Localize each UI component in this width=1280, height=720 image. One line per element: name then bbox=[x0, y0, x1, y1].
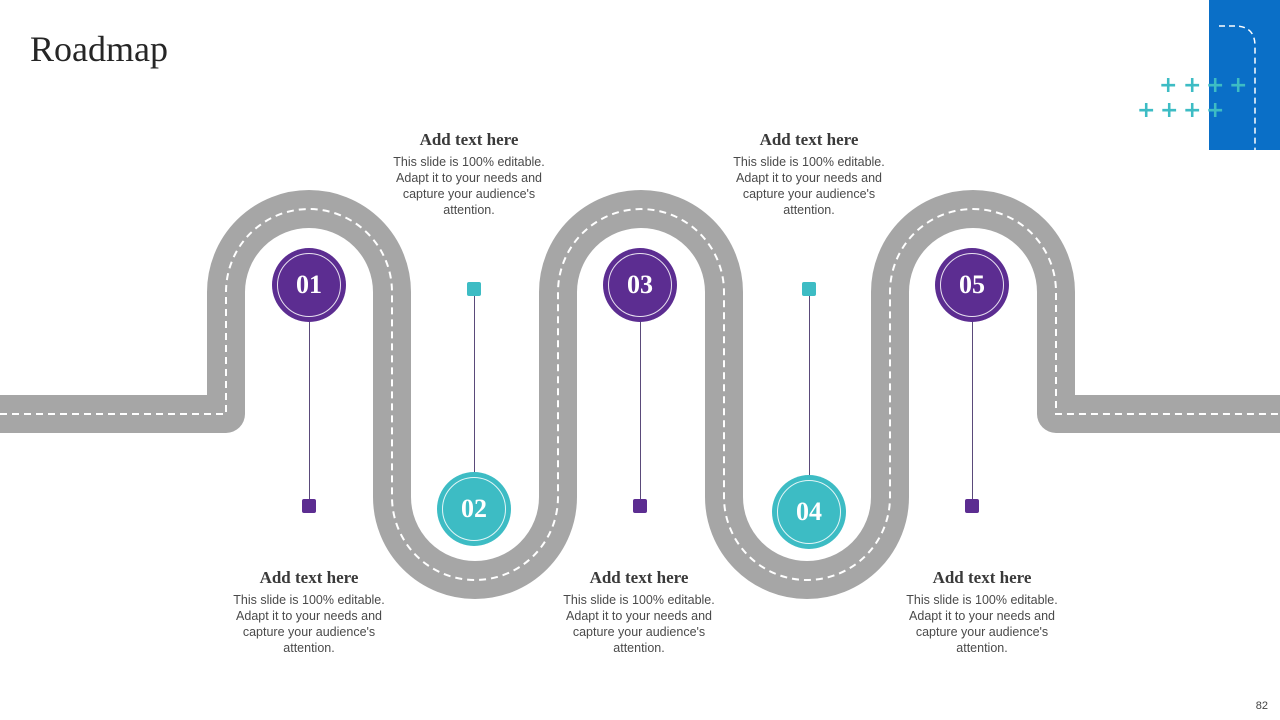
milestone-03-badge: 03 bbox=[603, 248, 677, 322]
page-title: Roadmap bbox=[30, 29, 168, 69]
milestone-05-number: 05 bbox=[940, 253, 1004, 317]
milestone-02-text: Add text here This slide is 100% editabl… bbox=[389, 130, 549, 218]
milestone-04-badge: 04 bbox=[772, 475, 846, 549]
milestone-05-marker bbox=[965, 499, 979, 513]
milestone-02-badge: 02 bbox=[437, 472, 511, 546]
milestone-02-body: This slide is 100% editable. Adapt it to… bbox=[393, 155, 545, 217]
milestone-02-marker bbox=[467, 282, 481, 296]
milestone-01-body: This slide is 100% editable. Adapt it to… bbox=[233, 593, 385, 655]
milestone-03-heading: Add text here bbox=[589, 568, 689, 587]
milestone-04-marker bbox=[802, 282, 816, 296]
milestone-01-marker bbox=[302, 499, 316, 513]
corner-accent-block bbox=[1209, 0, 1280, 150]
milestone-05-connector bbox=[972, 320, 973, 506]
milestone-05-body: This slide is 100% editable. Adapt it to… bbox=[906, 593, 1058, 655]
milestone-01-badge: 01 bbox=[272, 248, 346, 322]
corner-dashed-arc bbox=[1219, 25, 1256, 150]
milestone-05-text: Add text here This slide is 100% editabl… bbox=[902, 568, 1062, 656]
milestone-03-text: Add text here This slide is 100% editabl… bbox=[559, 568, 719, 656]
milestone-03-number: 03 bbox=[608, 253, 672, 317]
milestone-01-heading: Add text here bbox=[259, 568, 359, 587]
milestone-03-connector bbox=[640, 320, 641, 506]
milestone-02-heading: Add text here bbox=[419, 130, 519, 149]
milestone-03-marker bbox=[633, 499, 647, 513]
milestone-01-text: Add text here This slide is 100% editabl… bbox=[229, 568, 389, 656]
milestone-04-body: This slide is 100% editable. Adapt it to… bbox=[733, 155, 885, 217]
milestone-02-number: 02 bbox=[442, 477, 506, 541]
milestone-02-connector bbox=[474, 289, 475, 475]
milestone-04-number: 04 bbox=[777, 480, 841, 544]
milestone-01-connector bbox=[309, 320, 310, 506]
milestone-03-body: This slide is 100% editable. Adapt it to… bbox=[563, 593, 715, 655]
milestone-01-number: 01 bbox=[277, 253, 341, 317]
milestone-05-heading: Add text here bbox=[932, 568, 1032, 587]
road-center-line bbox=[0, 208, 1280, 581]
milestone-04-text: Add text here This slide is 100% editabl… bbox=[729, 130, 889, 218]
milestone-04-connector bbox=[809, 289, 810, 477]
page-number: 82 bbox=[1255, 700, 1268, 712]
milestone-04-heading: Add text here bbox=[759, 130, 859, 149]
milestone-05-badge: 05 bbox=[935, 248, 1009, 322]
